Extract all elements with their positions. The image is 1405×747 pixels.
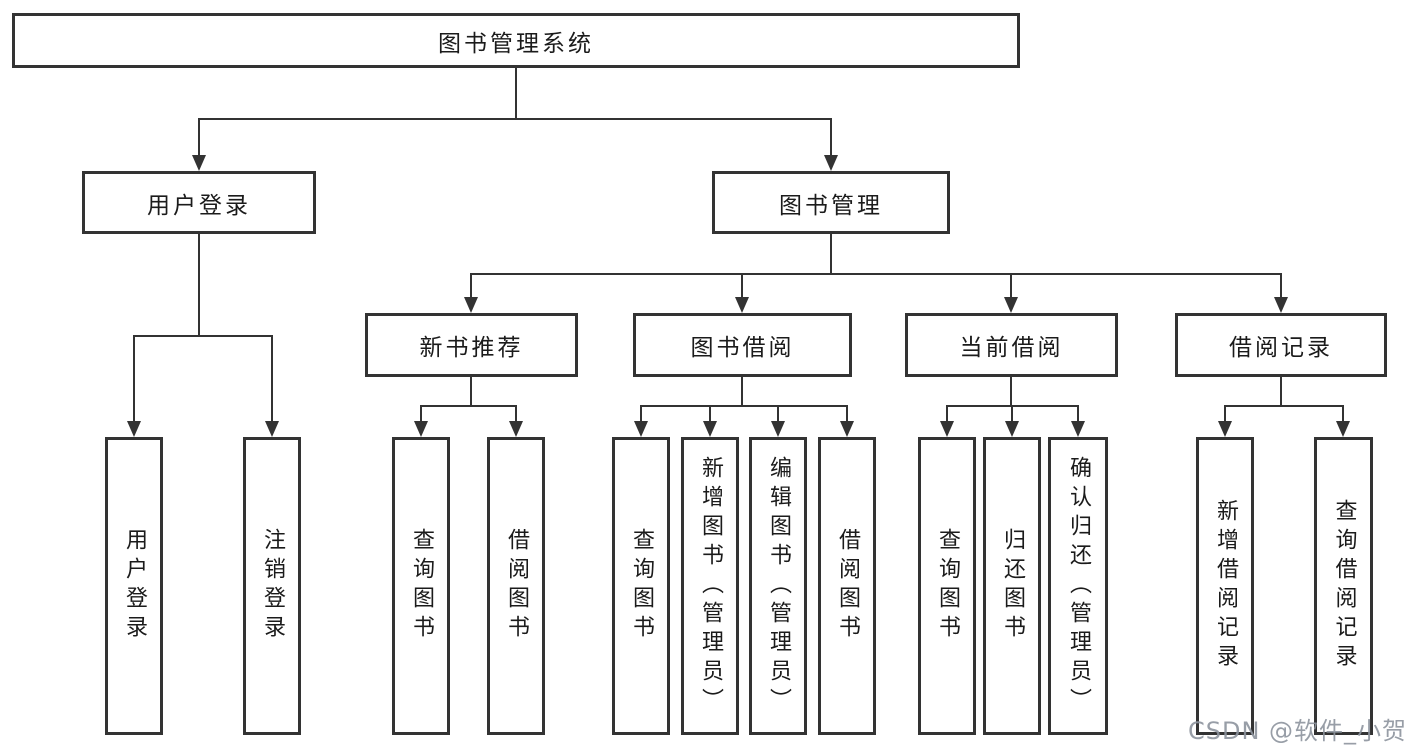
connector-line <box>133 335 273 337</box>
leaf-label: 查询图书 <box>935 528 960 644</box>
leaf-edit-books-admin: 编辑图书（管理员） <box>749 437 807 735</box>
arrow-down-icon <box>414 421 428 437</box>
connector-line <box>741 377 743 405</box>
leaf-query-books-recommend: 查询图书 <box>392 437 450 735</box>
connector-line <box>470 377 472 405</box>
node-label: 图书管理系统 <box>438 30 594 57</box>
arrow-down-icon <box>824 155 838 171</box>
connector-line <box>1077 405 1079 423</box>
node-label: 用户登录 <box>147 192 251 219</box>
node-label: 图书借阅 <box>690 335 795 361</box>
connector-line <box>470 273 1282 275</box>
arrow-down-icon <box>1274 297 1288 313</box>
connector-line <box>640 405 848 407</box>
connector-line <box>1011 405 1013 423</box>
arrow-down-icon <box>1336 421 1350 437</box>
node-label: 图书管理 <box>779 192 883 219</box>
node-label: 当前借阅 <box>959 335 1064 361</box>
connector-line <box>420 405 517 407</box>
leaf-query-borrow-record: 查询借阅记录 <box>1314 437 1373 735</box>
leaf-label: 编辑图书（管理员） <box>766 455 791 717</box>
connector-line <box>1224 405 1344 407</box>
leaf-user-login: 用户登录 <box>105 437 163 735</box>
connector-line <box>777 405 779 423</box>
connector-line <box>946 405 948 423</box>
connector-line <box>420 405 422 423</box>
connector-line <box>640 405 642 423</box>
leaf-confirm-return-admin: 确认归还（管理员） <box>1048 437 1108 735</box>
arrow-down-icon <box>840 421 854 437</box>
connector-line <box>271 335 273 423</box>
leaf-label: 查询图书 <box>409 528 434 644</box>
connector-line <box>1224 405 1226 423</box>
leaf-query-books-current: 查询图书 <box>918 437 976 735</box>
connector-line <box>846 405 848 423</box>
arrow-down-icon <box>703 421 717 437</box>
arrow-down-icon <box>509 421 523 437</box>
arrow-down-icon <box>1004 297 1018 313</box>
leaf-label: 新增图书（管理员） <box>698 455 723 717</box>
node-borrowing-records: 借阅记录 <box>1175 313 1387 377</box>
connector-line <box>1010 377 1012 405</box>
arrow-down-icon <box>265 421 279 437</box>
connector-line <box>1010 273 1012 299</box>
arrow-down-icon <box>127 421 141 437</box>
leaf-add-books-admin: 新增图书（管理员） <box>681 437 739 735</box>
connector-line <box>198 118 832 120</box>
arrow-down-icon <box>1071 421 1085 437</box>
leaf-label: 借阅图书 <box>504 528 529 644</box>
arrow-down-icon <box>634 421 648 437</box>
csdn-watermark: CSDN @软件_小贺同学 <box>1188 717 1405 745</box>
connector-line <box>515 68 517 118</box>
connector-line <box>470 273 472 299</box>
leaf-label: 借阅图书 <box>835 528 860 644</box>
connector-line <box>1280 377 1282 405</box>
arrow-down-icon <box>464 297 478 313</box>
leaf-label: 新增借阅记录 <box>1213 499 1238 673</box>
node-current-borrowing: 当前借阅 <box>905 313 1118 377</box>
node-label: 新书推荐 <box>419 335 524 361</box>
connector-line <box>830 234 832 273</box>
node-new-book-recommendation: 新书推荐 <box>365 313 578 377</box>
leaf-label: 确认归还（管理员） <box>1066 455 1091 717</box>
leaf-label: 查询借阅记录 <box>1331 499 1357 673</box>
arrow-down-icon <box>1005 421 1019 437</box>
node-user-login: 用户登录 <box>82 171 316 234</box>
leaf-label: 用户登录 <box>122 528 147 644</box>
connector-line <box>830 118 832 157</box>
arrow-down-icon <box>192 155 206 171</box>
arrow-down-icon <box>1218 421 1232 437</box>
leaf-return-books: 归还图书 <box>983 437 1041 735</box>
connector-line <box>1342 405 1344 423</box>
leaf-borrow-books: 借阅图书 <box>818 437 876 735</box>
connector-line <box>741 273 743 299</box>
arrow-down-icon <box>940 421 954 437</box>
connector-line <box>198 118 200 157</box>
connector-line <box>515 405 517 423</box>
arrow-down-icon <box>771 421 785 437</box>
node-book-borrowing: 图书借阅 <box>633 313 852 377</box>
connector-line <box>709 405 711 423</box>
node-book-management: 图书管理 <box>712 171 950 234</box>
node-library-management-system: 图书管理系统 <box>12 13 1020 68</box>
leaf-add-borrow-record: 新增借阅记录 <box>1196 437 1254 735</box>
leaf-query-books-borrowing: 查询图书 <box>612 437 670 735</box>
leaf-logout: 注销登录 <box>243 437 301 735</box>
node-label: 借阅记录 <box>1229 335 1333 361</box>
leaf-label: 查询图书 <box>629 528 654 644</box>
arrow-down-icon <box>735 297 749 313</box>
leaf-borrow-books-recommend: 借阅图书 <box>487 437 545 735</box>
leaf-label: 注销登录 <box>260 528 285 644</box>
connector-line <box>1280 273 1282 299</box>
leaf-label: 归还图书 <box>1000 528 1025 644</box>
connector-line <box>133 335 135 423</box>
connector-line <box>198 234 200 335</box>
